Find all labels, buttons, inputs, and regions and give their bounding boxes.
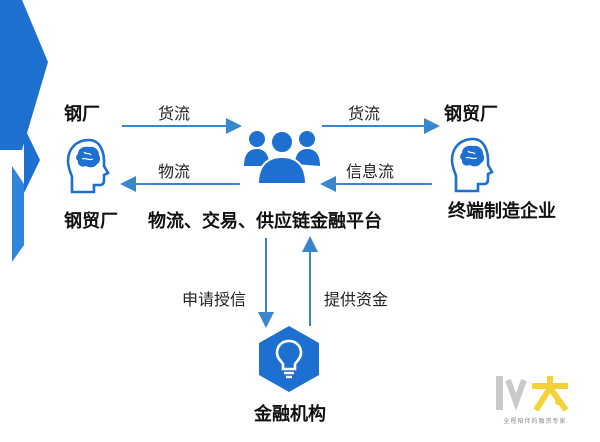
steel-trade-title: 钢贸厂 (444, 104, 498, 125)
decor-chevron-strip (12, 166, 24, 262)
decor-chevron-large (0, 0, 48, 150)
edge-label-provide-funds: 提供资金 (324, 290, 389, 309)
brand-tagline: 全程陪伴的融资专家 (503, 418, 567, 425)
steel-trade-caption: 终端制造企业 (448, 201, 556, 222)
edge-label-left-bottom: 物流 (158, 162, 191, 181)
brand-logo-mark (496, 376, 569, 412)
edge-label-left-top: 货流 (158, 104, 191, 123)
finance-caption: 金融机构 (254, 404, 326, 425)
edge-label-right-top: 货流 (348, 104, 381, 123)
head-brain-icon (450, 137, 494, 193)
brand-logo: 全程陪伴的融资专家 (490, 372, 580, 432)
steel-mill-caption: 钢贸厂 (64, 211, 118, 232)
edge-label-right-bottom: 信息流 (346, 162, 395, 181)
decor-chevron-small (24, 127, 40, 193)
lightbulb-hexagon-icon (259, 326, 319, 392)
steel-mill-title: 钢厂 (64, 104, 100, 125)
people-group-icon (244, 130, 320, 185)
edge-label-apply-credit: 申请授信 (182, 290, 247, 309)
head-brain-icon (66, 138, 110, 194)
platform-caption: 物流、交易、供应链金融平台 (148, 211, 382, 232)
